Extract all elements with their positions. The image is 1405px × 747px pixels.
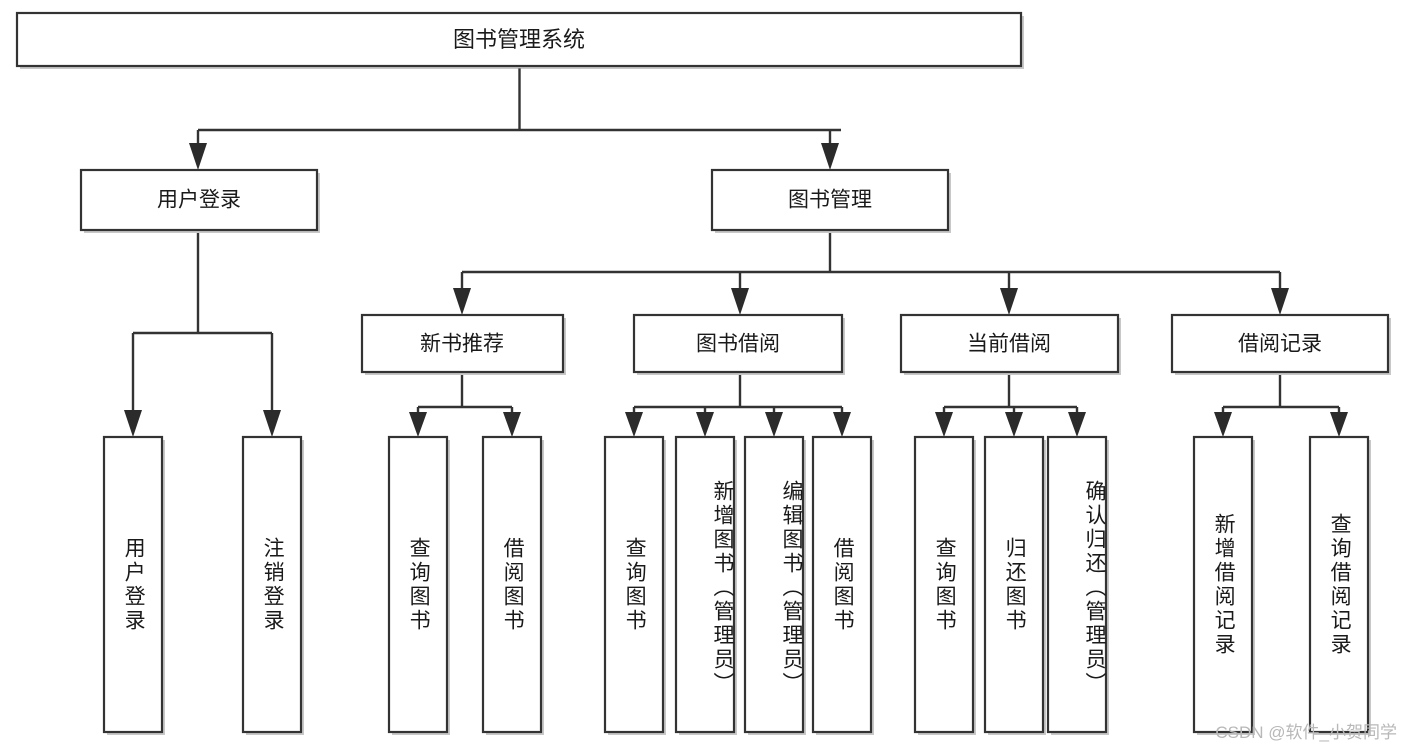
csdn-watermark: CSDN @软件_小贺同学 [1215,723,1397,742]
arrowhead-icon [625,412,643,437]
leaf-rect[interactable] [1308,435,1370,734]
leaf-rect[interactable] [913,435,975,734]
node-root[interactable]: 图书管理系统 [15,11,1024,69]
node-book-borrow[interactable]: 图书借阅 [632,313,845,375]
node-rect [79,168,319,232]
node-book-borrow-label: 图书借阅 [696,333,780,356]
arrowhead-icon [263,410,281,437]
arrowhead-icon [1214,412,1232,437]
arrowhead-icon [731,288,749,315]
node-rect [1170,313,1390,374]
leaf-rect[interactable] [674,435,736,734]
node-rect [15,11,1023,68]
node-new-book-rec-label: 新书推荐 [420,333,504,356]
arrowhead-icon [696,412,714,437]
arrowhead-group [124,143,1348,437]
arrowhead-icon [1271,288,1289,315]
leaf-rect[interactable] [387,435,449,734]
node-book-manage-label: 图书管理 [788,189,872,212]
leaf-rect[interactable] [743,435,805,734]
arrowhead-icon [1000,288,1018,315]
arrowhead-icon [1330,412,1348,437]
arrowhead-icon [453,288,471,315]
node-rect [632,313,844,374]
node-rect [710,168,950,232]
node-user-login-label: 用户登录 [157,189,241,212]
node-current-borrow-label: 当前借阅 [967,333,1051,356]
node-book-manage[interactable]: 图书管理 [710,168,951,233]
node-new-book-rec[interactable]: 新书推荐 [360,313,566,375]
node-borrow-record-label: 借阅记录 [1238,333,1322,356]
arrowhead-icon [1068,412,1086,437]
leaf-rect[interactable] [481,435,543,734]
arrowhead-icon [189,143,207,170]
arrowhead-icon [765,412,783,437]
leaf-box-group [102,435,1371,735]
arrowhead-icon [409,412,427,437]
leaf-rect[interactable] [603,435,665,734]
arrowhead-icon [124,410,142,437]
node-user-login[interactable]: 用户登录 [79,168,320,233]
arrowhead-icon [935,412,953,437]
node-borrow-record[interactable]: 借阅记录 [1170,313,1391,375]
leaf-rect[interactable] [102,435,164,734]
arrowhead-icon [1005,412,1023,437]
node-rect [899,313,1120,374]
leaf-rect[interactable] [1046,435,1108,734]
leaf-rect[interactable] [1192,435,1254,734]
leaf-rect[interactable] [241,435,303,734]
node-root-label: 图书管理系统 [453,27,585,52]
node-current-borrow[interactable]: 当前借阅 [899,313,1121,375]
leaf-rect[interactable] [811,435,873,734]
arrowhead-icon [821,143,839,170]
node-rect [360,313,565,374]
leaf-rect[interactable] [983,435,1045,734]
arrowhead-icon [833,412,851,437]
arrowhead-icon [503,412,521,437]
